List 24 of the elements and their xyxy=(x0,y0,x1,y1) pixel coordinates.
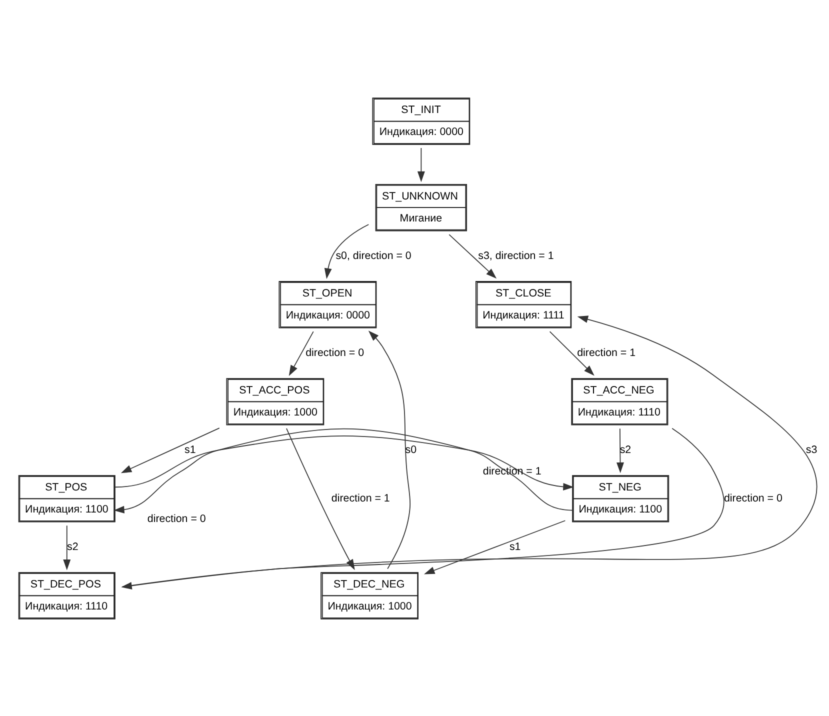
edge-label: direction = 1 xyxy=(577,346,636,358)
arrow xyxy=(417,147,425,182)
arrow xyxy=(424,520,566,574)
arrow xyxy=(448,234,497,278)
edge-label: s3, direction = 1 xyxy=(478,249,554,262)
edge-label: s3 xyxy=(806,443,818,456)
edge-label: direction = 0 xyxy=(147,512,206,524)
edge-label: direction = 0 xyxy=(724,492,782,504)
edge-label: direction = 1 xyxy=(331,492,390,504)
arrow xyxy=(114,434,574,490)
arrow xyxy=(616,428,624,473)
arrow xyxy=(114,428,573,513)
arrow xyxy=(368,330,411,569)
arrow xyxy=(122,315,818,587)
edge-label: direction = 0 xyxy=(306,346,364,358)
edge-label: s0, direction = 0 xyxy=(336,249,412,262)
arrow xyxy=(324,224,370,278)
edge-label: s1 xyxy=(184,443,196,456)
arrow xyxy=(120,427,220,473)
arrow xyxy=(63,524,71,570)
arrow xyxy=(288,330,314,376)
edge-label: s1 xyxy=(509,540,521,552)
arrow xyxy=(549,330,594,376)
edge-label: s2 xyxy=(67,540,78,552)
